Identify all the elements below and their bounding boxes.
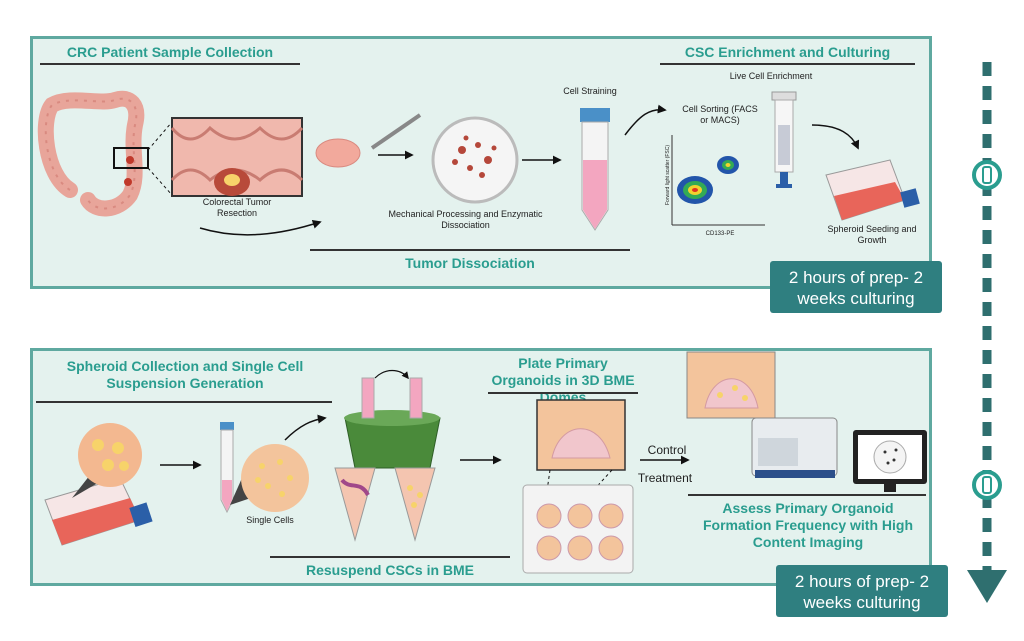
label-plot-x-axis: CD133-PE	[705, 231, 735, 237]
subtitle-resuspend: Resuspend CSCs in BME	[305, 562, 475, 578]
organoid-image-box	[686, 351, 776, 419]
tissue-piece-icon	[315, 138, 361, 168]
petri-dish-icon	[431, 116, 519, 204]
scalpel-icon	[370, 113, 422, 150]
spheroid-flask-icon	[44, 423, 153, 546]
timeline-arrow-icon	[967, 570, 1007, 603]
label-mechanical-processing: Mechanical Processing and Enzymatic Diss…	[388, 209, 543, 230]
subtitle-line	[310, 249, 630, 251]
bme-tube-icon	[334, 467, 436, 542]
subtitle-tumor-dissociation: Tumor Dissociation	[405, 255, 535, 271]
label-cell-sorting: Cell Sorting (FACS or MACS)	[682, 104, 758, 125]
time-badge-panel1: 2 hours of prep- 2 weeks culturing	[770, 261, 942, 313]
heading-csc-enrichment: CSC Enrichment and Culturing	[684, 44, 891, 60]
tumor-zoom-box	[170, 117, 304, 197]
timeline	[967, 62, 1007, 603]
label-single-cells: Single Cells	[246, 515, 294, 525]
heading-underline	[36, 401, 332, 403]
heading-assess-organoid: Assess Primary Organoid Formation Freque…	[702, 500, 913, 550]
label-spheroid-seeding: Spheroid Seeding and Growth	[827, 224, 917, 245]
heading-spheroid-collection: Spheroid Collection and Single Cell Susp…	[66, 358, 304, 391]
label-cell-straining: Cell Straining	[563, 86, 617, 96]
conical-tube-icon	[580, 108, 610, 231]
time-badge-panel2: 2 hours of prep- 2 weeks culturing	[776, 565, 948, 617]
single-cell-tube-icon	[220, 422, 309, 514]
label-treatment: Treatment	[637, 471, 693, 485]
heading-underline	[40, 63, 300, 65]
monitor-icon	[853, 430, 927, 492]
culture-flask-icon	[825, 159, 920, 221]
imaging-instrument-icon	[751, 417, 838, 478]
colon-illustration	[37, 90, 149, 217]
heading-underline	[660, 63, 915, 65]
heading-patient-sample-collection: CRC Patient Sample Collection	[66, 44, 274, 60]
well-plate-icon	[522, 484, 634, 574]
label-control: Control	[647, 443, 687, 457]
ice-bucket-icon	[344, 369, 441, 469]
facs-plot	[671, 135, 765, 226]
subtitle-line	[270, 556, 510, 558]
heading-underline	[488, 392, 638, 394]
bme-dome-box	[536, 399, 626, 471]
label-live-cell-enrichment: Live Cell Enrichment	[729, 71, 813, 81]
heading-underline	[688, 494, 926, 496]
enrichment-column-icon	[771, 91, 797, 188]
label-tumor-resection: Colorectal Tumor Resection	[202, 197, 272, 218]
